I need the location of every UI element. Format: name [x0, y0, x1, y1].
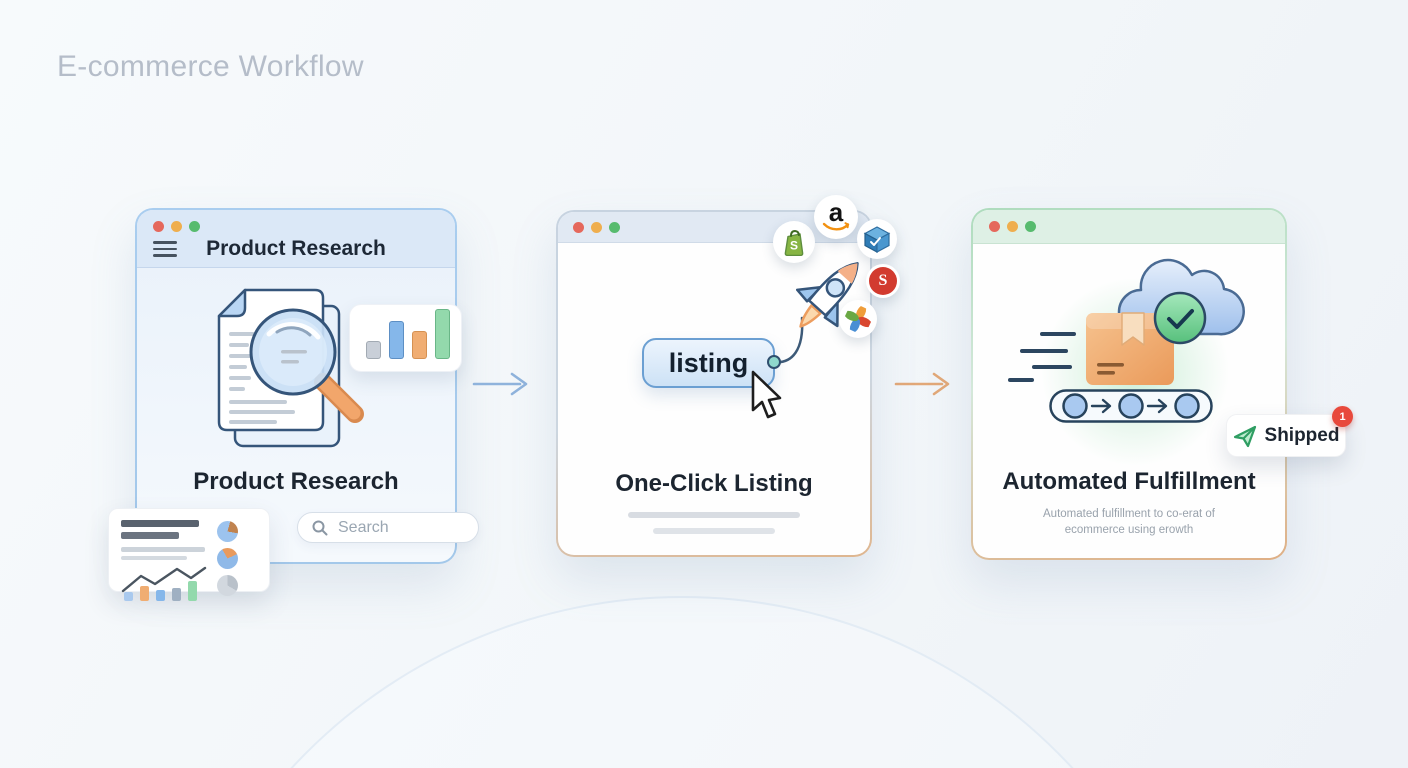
- maximize-dot[interactable]: [1025, 221, 1036, 232]
- maximize-dot[interactable]: [189, 221, 200, 232]
- search-bar[interactable]: [297, 512, 479, 543]
- bar-orange: [412, 331, 427, 359]
- pinwheel-icon: [839, 300, 877, 338]
- cursor-icon: [751, 370, 782, 419]
- maximize-dot[interactable]: [609, 222, 620, 233]
- amazon-icon: a: [814, 195, 858, 239]
- flow-arrow-2: [894, 372, 950, 396]
- card-one-click-listing: listing One-Click Listing: [556, 210, 872, 557]
- minimize-dot[interactable]: [1007, 221, 1018, 232]
- card-subtitle: Automated fulfillment to co-erat of ecom…: [1043, 508, 1215, 536]
- search-icon: [312, 520, 328, 535]
- shopify-icon: S: [773, 221, 815, 263]
- text-bar: [121, 532, 179, 539]
- card-label: One-Click Listing: [615, 470, 813, 497]
- minimize-dot[interactable]: [171, 221, 182, 232]
- minimize-dot[interactable]: [591, 222, 602, 233]
- line-bar-chart: [121, 566, 207, 601]
- window-title: Product Research: [206, 237, 386, 260]
- text-bar: [121, 555, 187, 560]
- check-circle-icon: [1153, 291, 1207, 345]
- bar-gray: [366, 341, 381, 359]
- bar-chart-card: [349, 304, 462, 372]
- window-controls: [573, 222, 620, 233]
- rocket-icon: [795, 262, 859, 328]
- plane-icon: [1233, 425, 1256, 447]
- card-label: Automated Fulfillment: [1002, 468, 1256, 495]
- shipped-badge[interactable]: Shipped 1: [1226, 406, 1353, 457]
- bar-green: [435, 309, 450, 359]
- close-dot[interactable]: [153, 221, 164, 232]
- document-magnifier-illustration: [217, 288, 364, 448]
- browser-chrome: [973, 210, 1285, 244]
- close-dot[interactable]: [573, 222, 584, 233]
- conveyor-belt-icon: [1049, 389, 1213, 423]
- dashboard-row: [217, 521, 257, 542]
- window-controls: [153, 221, 200, 232]
- card-label: Product Research: [193, 468, 399, 495]
- shipped-label: Shipped: [1264, 424, 1340, 446]
- window-controls: [989, 221, 1036, 232]
- text-bar: [121, 520, 199, 527]
- card-automated-fulfillment: Shipped 1 Automated Fulfillment Automate…: [971, 208, 1353, 560]
- shopware-icon: S: [866, 264, 900, 298]
- pie-chart-icon: [217, 575, 238, 596]
- background-arc: [150, 596, 1214, 768]
- package-box-icon: [1086, 312, 1174, 385]
- card-product-research: Product Research: [135, 208, 479, 564]
- bar-blue: [389, 321, 404, 359]
- close-dot[interactable]: [989, 221, 1000, 232]
- browser-chrome: Product Research: [137, 210, 455, 268]
- analytics-dashboard-card: [108, 508, 270, 601]
- page-title: E-commerce Workflow: [57, 50, 364, 83]
- search-input[interactable]: [336, 517, 460, 538]
- placeholder-line: [653, 528, 775, 534]
- pie-chart-icon: [217, 521, 238, 542]
- dashboard-row: [217, 548, 257, 569]
- hamburger-icon[interactable]: [153, 241, 177, 257]
- text-bar: [121, 547, 205, 552]
- cube-icon: [857, 219, 897, 259]
- notification-count: 1: [1332, 406, 1353, 427]
- svg-text:S: S: [790, 239, 798, 253]
- flow-arrow-1: [472, 372, 528, 396]
- dashboard-row: [217, 575, 257, 596]
- pie-chart-icon: [217, 548, 238, 569]
- placeholder-line: [628, 512, 800, 518]
